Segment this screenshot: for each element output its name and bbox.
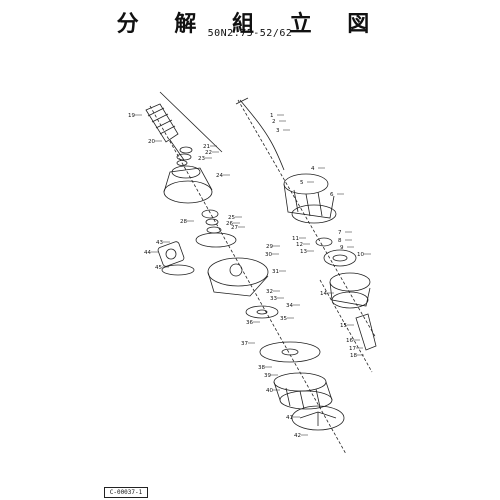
washer-part xyxy=(176,160,188,166)
model-number: 50N2.75-52/62 xyxy=(207,28,293,39)
strainer-part xyxy=(273,372,333,410)
callout-label: 29 xyxy=(266,244,273,250)
motor-part xyxy=(329,272,371,309)
callout-label: 8 xyxy=(338,238,342,244)
impeller-part xyxy=(256,309,268,315)
upper-casing-part xyxy=(163,165,213,204)
callout-label: 23 xyxy=(198,156,205,162)
callout-label: 41 xyxy=(286,415,293,421)
callout-label: 24 xyxy=(216,173,223,179)
callout-label: 17 xyxy=(349,346,356,352)
callout-label: 21 xyxy=(203,144,210,150)
callout-label: 36 xyxy=(246,320,253,326)
callout-label: 11 xyxy=(292,236,299,242)
callout-label: 33 xyxy=(270,296,277,302)
callout-label: 44 xyxy=(144,250,151,256)
discharge-flange-part xyxy=(157,241,195,276)
bearing-part xyxy=(315,237,333,247)
callout-label: 20 xyxy=(148,139,155,145)
callout-label: 10 xyxy=(357,252,364,258)
page-title: 分 解 組 立 図 xyxy=(116,11,384,37)
callout-label: 45 xyxy=(155,265,162,271)
callout-label: 32 xyxy=(266,289,273,295)
callout-label: 14 xyxy=(320,291,327,297)
callout-label: 37 xyxy=(241,341,248,347)
washer-part xyxy=(176,153,192,161)
callout-label: 25 xyxy=(228,215,235,221)
lower-plate-part xyxy=(281,348,299,356)
callout-label: 1 xyxy=(270,113,274,119)
callout-label: 26 xyxy=(226,221,233,227)
callout-label: 9 xyxy=(340,245,344,251)
impeller-part xyxy=(245,305,279,319)
oring-part xyxy=(195,232,237,248)
seal-part xyxy=(206,226,222,234)
callout-label: 22 xyxy=(205,150,212,156)
callout-label: 16 xyxy=(346,338,353,344)
shaft-part xyxy=(145,103,185,161)
callout-label: 40 xyxy=(266,388,273,394)
callout-label: 7 xyxy=(338,230,342,236)
axis-line-right-outer xyxy=(319,279,373,373)
callout-label: 4 xyxy=(311,166,315,172)
callout-label: 34 xyxy=(286,303,293,309)
callout-label: 18 xyxy=(350,353,357,359)
callout-label: 28 xyxy=(180,219,187,225)
stator-part xyxy=(323,249,357,267)
callout-label: 43 xyxy=(156,240,163,246)
drawing-number: C-00037-1 xyxy=(104,487,148,498)
callout-label: 38 xyxy=(258,365,265,371)
callout-label: 5 xyxy=(300,180,304,186)
callout-label: 39 xyxy=(264,373,271,379)
axis-line-left-outer xyxy=(159,91,223,153)
seal-part xyxy=(205,218,219,226)
callout-label: 3 xyxy=(276,128,280,134)
seal-part xyxy=(201,209,219,219)
callout-label: 13 xyxy=(300,249,307,255)
callout-label: 27 xyxy=(231,225,238,231)
motor-cover-part xyxy=(283,173,337,224)
callout-labels: 1234567891011121314151617181920212223242… xyxy=(128,113,371,439)
callout-label: 30 xyxy=(265,252,272,258)
base-part xyxy=(291,405,345,431)
lower-plate-part xyxy=(259,341,321,363)
washer-part xyxy=(179,146,193,154)
callout-label: 2 xyxy=(272,119,276,125)
rotor-part xyxy=(355,313,377,351)
callout-label: 42 xyxy=(294,433,301,439)
cable-part xyxy=(239,99,285,171)
callout-label: 15 xyxy=(340,323,347,329)
callout-label: 12 xyxy=(296,242,303,248)
housing-part xyxy=(207,257,269,297)
axis-line-left-inner xyxy=(149,105,347,455)
callout-label: 6 xyxy=(330,192,334,198)
callout-label: 35 xyxy=(280,316,287,322)
callout-label: 31 xyxy=(272,269,279,275)
callout-label: 19 xyxy=(128,113,135,119)
axis-line-right xyxy=(237,99,377,339)
